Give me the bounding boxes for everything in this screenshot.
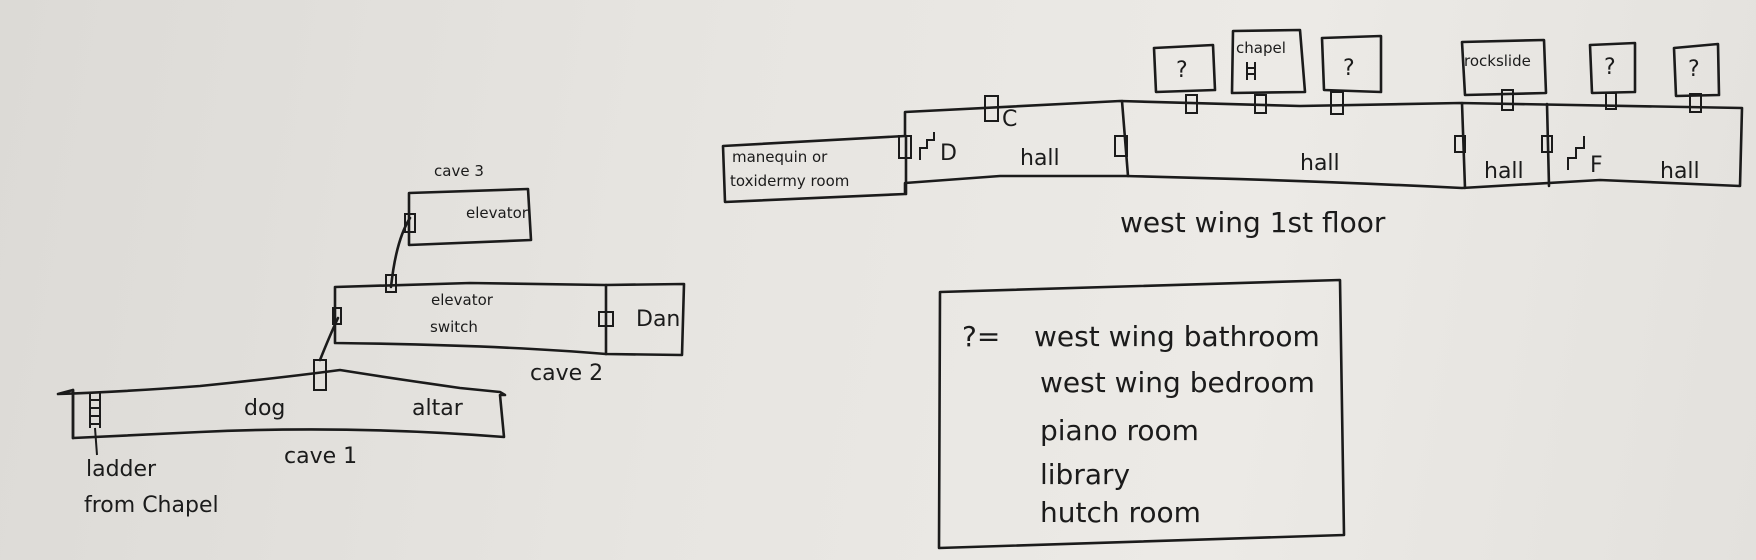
- ladder-icon: [1246, 62, 1256, 80]
- cave-1-label: cave 1: [284, 444, 357, 469]
- cave-3-label: cave 3: [434, 162, 484, 180]
- stairs-icon: [919, 132, 935, 160]
- door: [1689, 93, 1702, 113]
- legend-symbol: ?=: [962, 320, 1000, 353]
- ladder-label: ladder: [86, 457, 157, 482]
- door: [598, 311, 614, 327]
- legend-item: library: [1040, 458, 1130, 491]
- cave-3: elevator cave 3: [385, 162, 533, 293]
- top-room-label: ?: [1604, 55, 1616, 80]
- door: [404, 213, 416, 233]
- top-room-label: ?: [1176, 58, 1188, 83]
- door-label-c: C: [1002, 107, 1017, 132]
- door: [385, 274, 397, 293]
- legend-box: ?= west wing bathroom west wing bedroom …: [937, 278, 1346, 550]
- legend-item: west wing bathroom: [1034, 320, 1320, 353]
- door: [1454, 135, 1466, 153]
- hall-label: hall: [1300, 151, 1340, 176]
- door: [1185, 94, 1198, 114]
- taxidermy-room-label-2: toxidermy room: [730, 172, 849, 190]
- door: [1501, 89, 1514, 111]
- room-label-dog: dog: [244, 396, 285, 421]
- ladder-icon: [89, 393, 101, 456]
- taxidermy-room-label-1: manequin or: [732, 148, 828, 166]
- room-label-dan: Dan: [636, 307, 680, 332]
- legend-item: west wing bedroom: [1040, 366, 1315, 399]
- ladder-from-label: from Chapel: [84, 493, 219, 518]
- hall-label: hall: [1660, 159, 1700, 184]
- stair-label-f: F: [1590, 153, 1603, 178]
- door: [1114, 135, 1128, 157]
- door: [1330, 91, 1344, 115]
- legend-item: piano room: [1040, 414, 1199, 447]
- room-label-elevator-switch-1: elevator: [431, 291, 494, 309]
- room-label-altar: altar: [412, 396, 464, 421]
- cave-2: elevator switch Dan cave 2: [318, 281, 686, 386]
- legend-item: hutch room: [1040, 496, 1201, 529]
- top-room-label-rockslide: rockslide: [1464, 52, 1531, 70]
- west-wing: manequin or toxidermy room D C F hall ha…: [721, 28, 1744, 239]
- west-wing-title: west wing 1st floor: [1120, 206, 1386, 239]
- stair-label-d: D: [940, 141, 957, 166]
- hall-label: hall: [1020, 146, 1060, 171]
- door: [898, 135, 912, 159]
- room-label-elevator: elevator: [466, 204, 529, 222]
- cave-1: dog altar cave 1 ladder from Chapel: [56, 359, 507, 518]
- door: [1254, 94, 1267, 114]
- top-room-label-chapel: chapel: [1236, 39, 1286, 57]
- door: [984, 95, 999, 122]
- top-room-label: ?: [1688, 57, 1700, 82]
- door: [313, 359, 327, 391]
- hall-label: hall: [1484, 159, 1524, 184]
- cave-2-label: cave 2: [530, 361, 603, 386]
- stairs-icon: [1567, 136, 1585, 170]
- door: [1541, 135, 1553, 153]
- top-room-label: ?: [1343, 56, 1355, 81]
- door: [332, 307, 342, 325]
- room-label-elevator-switch-2: switch: [430, 318, 478, 336]
